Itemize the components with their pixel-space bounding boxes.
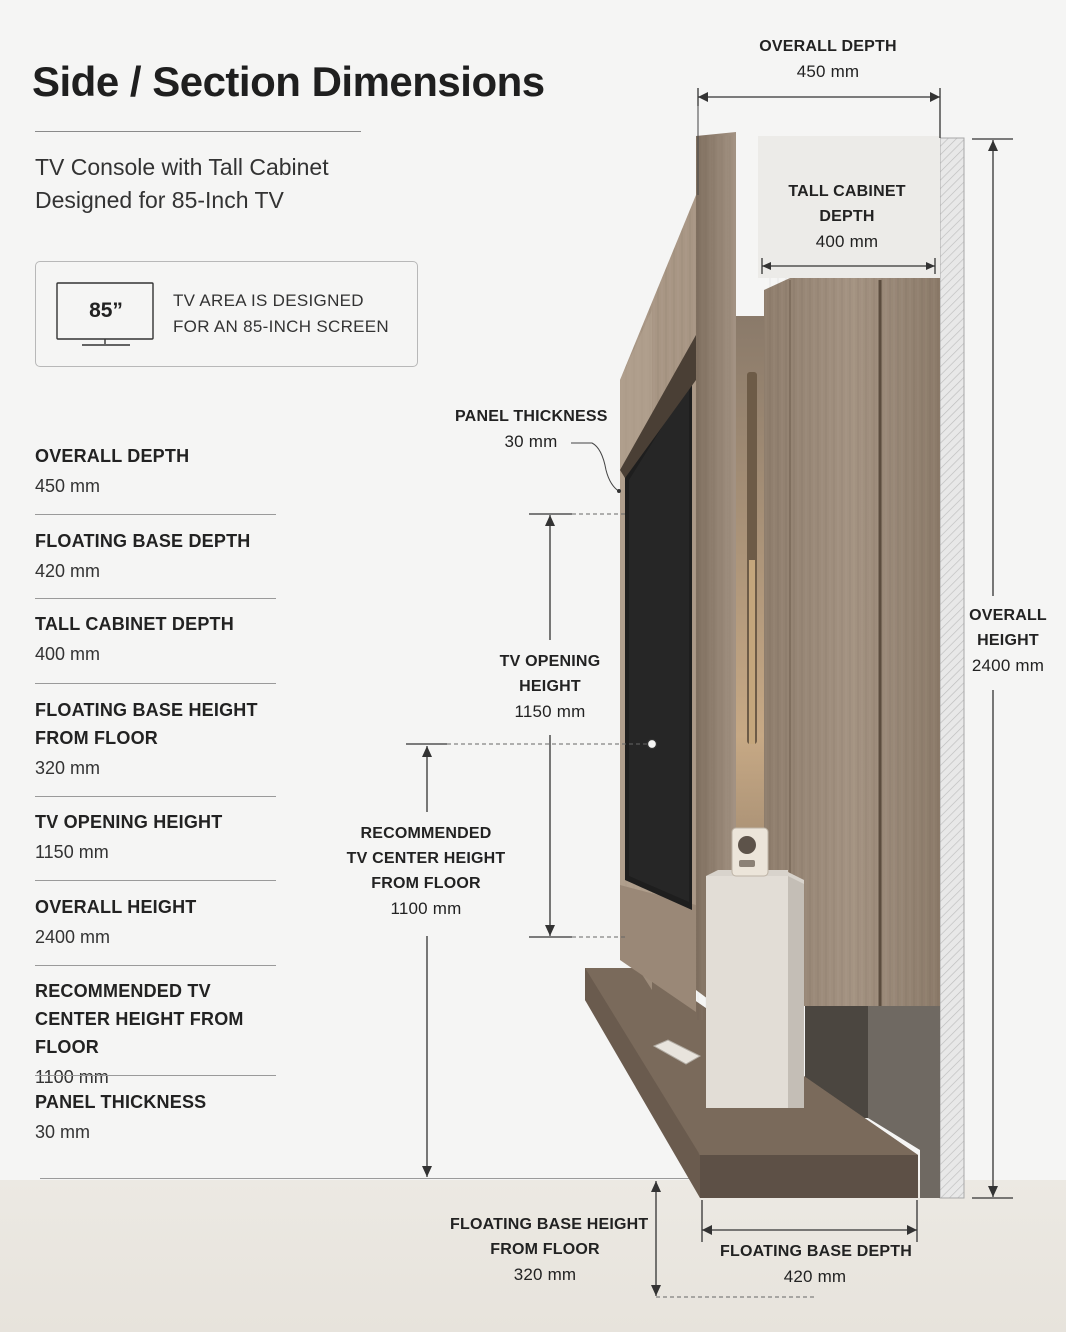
callout-label: FLOATING BASE HEIGHT	[450, 1216, 649, 1233]
callout-label: OVERALL DEPTH	[759, 38, 897, 55]
callout-label: OVERALL	[969, 607, 1047, 624]
note-line-1: TV AREA IS DESIGNED	[173, 291, 364, 310]
spec-divider	[35, 1075, 276, 1076]
spec-panel-thickness: PANEL THICKNESS 30 mm	[35, 1088, 280, 1146]
spec-floating-base-depth: FLOATING BASE DEPTH 420 mm	[35, 527, 280, 585]
spec-tall-cabinet-depth: TALL CABINET DEPTH 400 mm	[35, 610, 280, 668]
spec-divider	[35, 796, 276, 797]
spec-label: TALL CABINET DEPTH	[35, 614, 234, 634]
callout-value: 30 mm	[504, 432, 558, 451]
callout-label: FROM FLOOR	[371, 875, 481, 892]
callout-value: 450 mm	[796, 62, 860, 81]
callout-label: RECOMMENDED	[360, 825, 492, 842]
wall-section	[939, 137, 965, 1199]
subtitle-line-1: TV Console with Tall Cabinet	[35, 154, 329, 180]
spec-label: FLOATING BASE HEIGHT FROM FLOOR	[35, 700, 258, 748]
callout-panel-thickness: PANEL THICKNESS 30 mm	[455, 404, 607, 454]
callout-label: PANEL THICKNESS	[455, 408, 608, 425]
floor	[0, 1180, 1066, 1332]
callout-label: TV OPENING	[499, 653, 601, 670]
spec-value: 1150 mm	[35, 842, 109, 862]
spec-value: 1100 mm	[35, 1067, 109, 1087]
callout-label: TV CENTER HEIGHT	[346, 850, 506, 867]
callout-recommended-tv-center: RECOMMENDED TV CENTER HEIGHT FROM FLOOR …	[346, 821, 506, 921]
callout-floating-base-height: FLOATING BASE HEIGHT FROM FLOOR 320 mm	[450, 1212, 649, 1287]
spec-value: 400 mm	[35, 644, 101, 664]
spec-divider	[35, 514, 276, 515]
spec-tv-opening-height: TV OPENING HEIGHT 1150 mm	[35, 808, 280, 866]
spec-value: 30 mm	[35, 1122, 91, 1142]
spec-label: PANEL THICKNESS	[35, 1092, 207, 1112]
spec-label: RECOMMENDED TV CENTER HEIGHT FROM FLOOR	[35, 981, 244, 1057]
spec-divider	[35, 598, 276, 599]
spec-floating-base-height: FLOATING BASE HEIGHT FROM FLOOR 320 mm	[35, 696, 280, 782]
callout-value: 420 mm	[783, 1267, 847, 1286]
spec-label: TV OPENING HEIGHT	[35, 812, 223, 832]
callout-tv-opening-height: TV OPENING HEIGHT 1150 mm	[492, 649, 608, 724]
spec-value: 2400 mm	[35, 927, 111, 947]
note-line-2: FOR AN 85-INCH SCREEN	[173, 317, 390, 336]
spec-label: FLOATING BASE DEPTH	[35, 531, 251, 551]
callout-label: FLOATING BASE DEPTH	[720, 1243, 912, 1260]
tv-icon	[56, 282, 154, 346]
keyboard	[652, 1039, 702, 1065]
callout-value: 2400 mm	[971, 656, 1045, 675]
callout-value: 1150 mm	[514, 702, 586, 721]
spec-divider	[35, 683, 276, 684]
callout-label: HEIGHT	[977, 632, 1039, 649]
page-title: Side / Section Dimensions	[32, 58, 545, 105]
title-divider	[35, 131, 361, 132]
spec-label: OVERALL HEIGHT	[35, 897, 197, 917]
callout-overall-height: OVERALL HEIGHT 2400 mm	[959, 603, 1057, 678]
callout-label: DEPTH	[819, 208, 875, 225]
callout-value: 400 mm	[815, 232, 879, 251]
spec-divider	[35, 965, 276, 966]
tv-center-marker	[646, 738, 658, 750]
callout-label: HEIGHT	[519, 678, 581, 695]
callout-value: 320 mm	[513, 1265, 577, 1284]
subtitle-line-2: Designed for 85-Inch TV	[35, 187, 284, 213]
spec-overall-depth: OVERALL DEPTH 450 mm	[35, 442, 280, 500]
spec-recommended-tv-center: RECOMMENDED TV CENTER HEIGHT FROM FLOOR …	[35, 977, 280, 1091]
spec-value: 450 mm	[35, 476, 101, 496]
callout-floating-base-depth: FLOATING BASE DEPTH 420 mm	[720, 1239, 912, 1289]
callout-tall-cabinet-depth: TALL CABINET DEPTH 400 mm	[777, 179, 917, 254]
callout-label: TALL CABINET	[788, 183, 906, 200]
callout-overall-depth: OVERALL DEPTH 450 mm	[748, 34, 908, 84]
floor-line	[40, 1178, 700, 1179]
spec-label: OVERALL DEPTH	[35, 446, 190, 466]
spec-value: 320 mm	[35, 758, 101, 778]
tv-size-label: 85”	[89, 299, 123, 322]
spec-overall-height: OVERALL HEIGHT 2400 mm	[35, 893, 280, 951]
tv-note-box: 85” TV AREA IS DESIGNED FOR AN 85-INCH S…	[35, 261, 418, 367]
spec-value: 420 mm	[35, 561, 101, 581]
spec-divider	[35, 880, 276, 881]
callout-value: 1100 mm	[390, 899, 462, 918]
callout-label: FROM FLOOR	[490, 1241, 600, 1258]
